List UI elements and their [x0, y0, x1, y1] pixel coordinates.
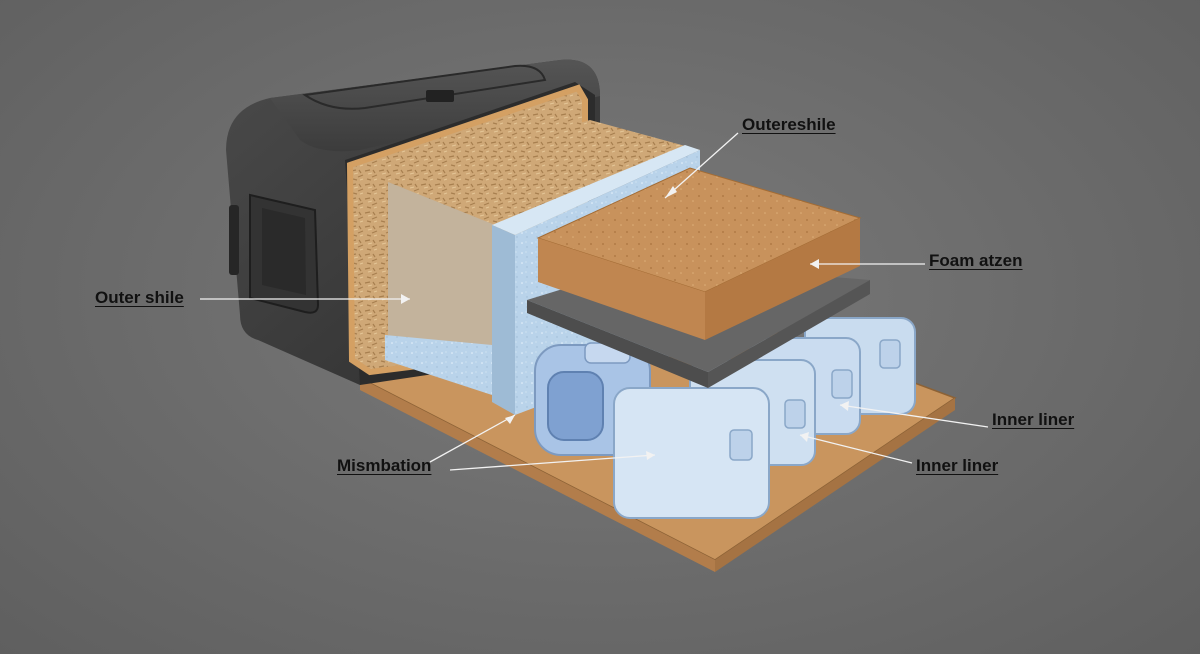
label-outer-shell-left: Outer shile [95, 288, 184, 307]
ice-pack-front [613, 387, 770, 519]
leader-mismbation-b [449, 454, 656, 471]
cork-foam-slab [536, 167, 862, 340]
label-inner-liner-1: Inner liner [992, 410, 1075, 429]
label-mismbation: Mismbation [337, 456, 432, 475]
hinge-icon [229, 205, 239, 275]
leader-outer-shell-top [664, 132, 739, 199]
leader-inner-liner-2 [799, 434, 913, 464]
leader-lines [200, 132, 989, 471]
leader-inner-liner-1 [839, 404, 989, 428]
handle-latch-icon [426, 90, 454, 102]
leader-mismbation-a [429, 414, 516, 463]
ice-pack-row [613, 317, 916, 519]
particleboard-block [388, 120, 700, 385]
label-foam-layer: Foam atzen [929, 251, 1023, 270]
label-outer-shell-top: Outereshile [742, 115, 836, 134]
leader-arrowheads [401, 186, 849, 460]
label-inner-liner-2: Inner liner [916, 456, 999, 475]
